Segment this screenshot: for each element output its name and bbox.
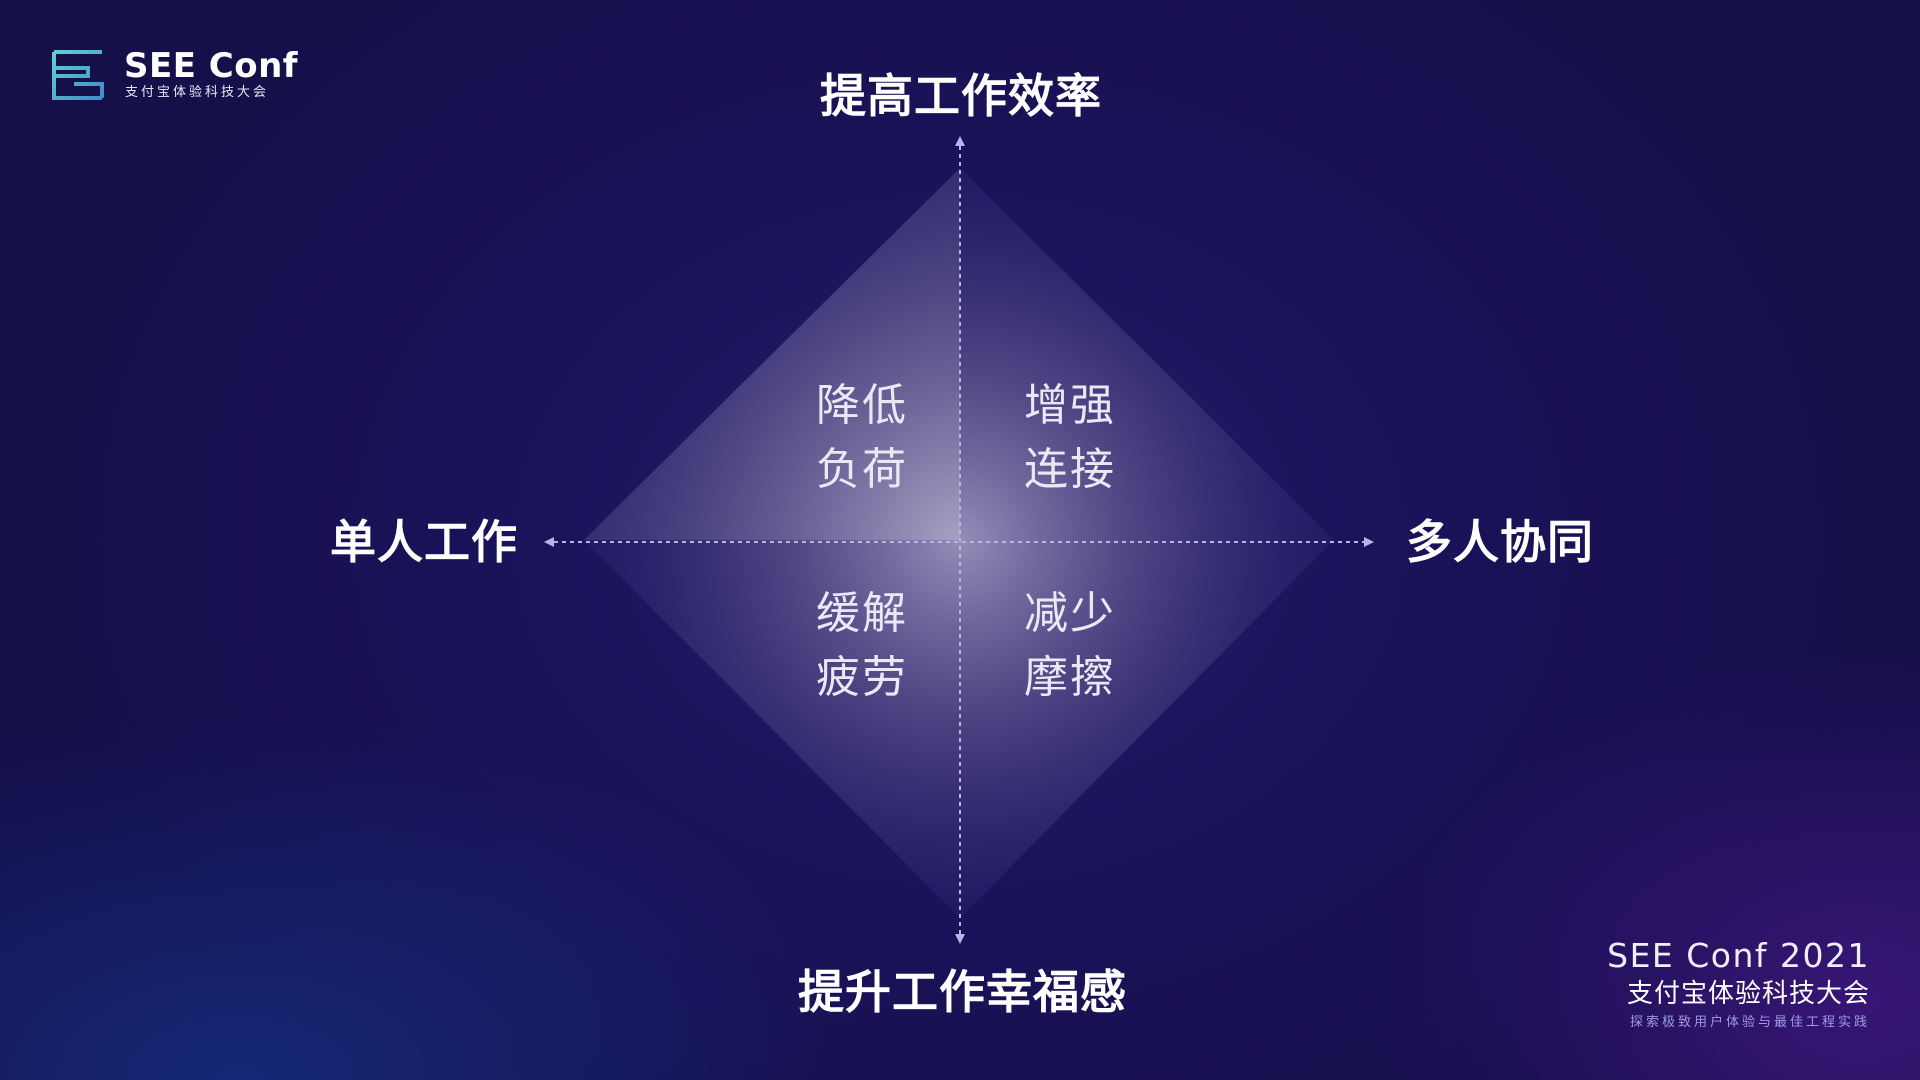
horizontal-axis-arrow-left (544, 537, 554, 547)
axis-label-right: 多人协同 (1406, 515, 1594, 569)
footer-tagline: 探索极致用户体验与最佳工程实践 (1629, 1015, 1870, 1030)
quadrant-top-right-line-2: 连接 (1024, 444, 1116, 495)
horizontal-axis-arrow-right (1364, 537, 1374, 547)
diamond-highlight (584, 168, 960, 540)
quadrant-bottom-left-line-2: 疲劳 (816, 652, 908, 703)
quadrant-bottom-right-line-2: 摩擦 (1024, 652, 1116, 703)
axis-label-left: 单人工作 (330, 515, 518, 569)
quadrant-bottom-left-line-1: 缓解 (816, 588, 908, 639)
logo-subtitle: 支付宝体验科技大会 (125, 85, 270, 100)
logo-title: SEE Conf (124, 46, 299, 86)
vertical-axis-arrow-up (955, 136, 965, 146)
quadrant-top-left-line-1: 降低 (816, 380, 908, 431)
footer-branding: SEE Conf 2021 支付宝体验科技大会 探索极致用户体验与最佳工程实践 (1607, 936, 1870, 1034)
quadrant-top-right-line-1: 增强 (1024, 380, 1116, 431)
quadrant-top-left-line-2: 负荷 (816, 444, 908, 495)
footer-subtitle: 支付宝体验科技大会 (1626, 979, 1870, 1009)
axis-label-top: 提高工作效率 (820, 69, 1102, 123)
quadrant-top-right: 增强 连接 (1000, 374, 1140, 502)
quadrant-top-left: 降低 负荷 (792, 374, 932, 502)
quadrant-bottom-left: 缓解 疲劳 (792, 582, 932, 710)
see-conf-logo-icon (52, 50, 104, 100)
quadrant-bottom-right-line-1: 减少 (1024, 588, 1116, 639)
axis-label-bottom: 提升工作幸福感 (798, 965, 1127, 1019)
footer-title: SEE Conf 2021 (1607, 936, 1870, 975)
logo: SEE Conf 支付宝体验科技大会 (52, 46, 298, 106)
quadrant-bottom-right: 减少 摩擦 (1000, 582, 1140, 710)
vertical-axis-arrow-down (955, 934, 965, 944)
